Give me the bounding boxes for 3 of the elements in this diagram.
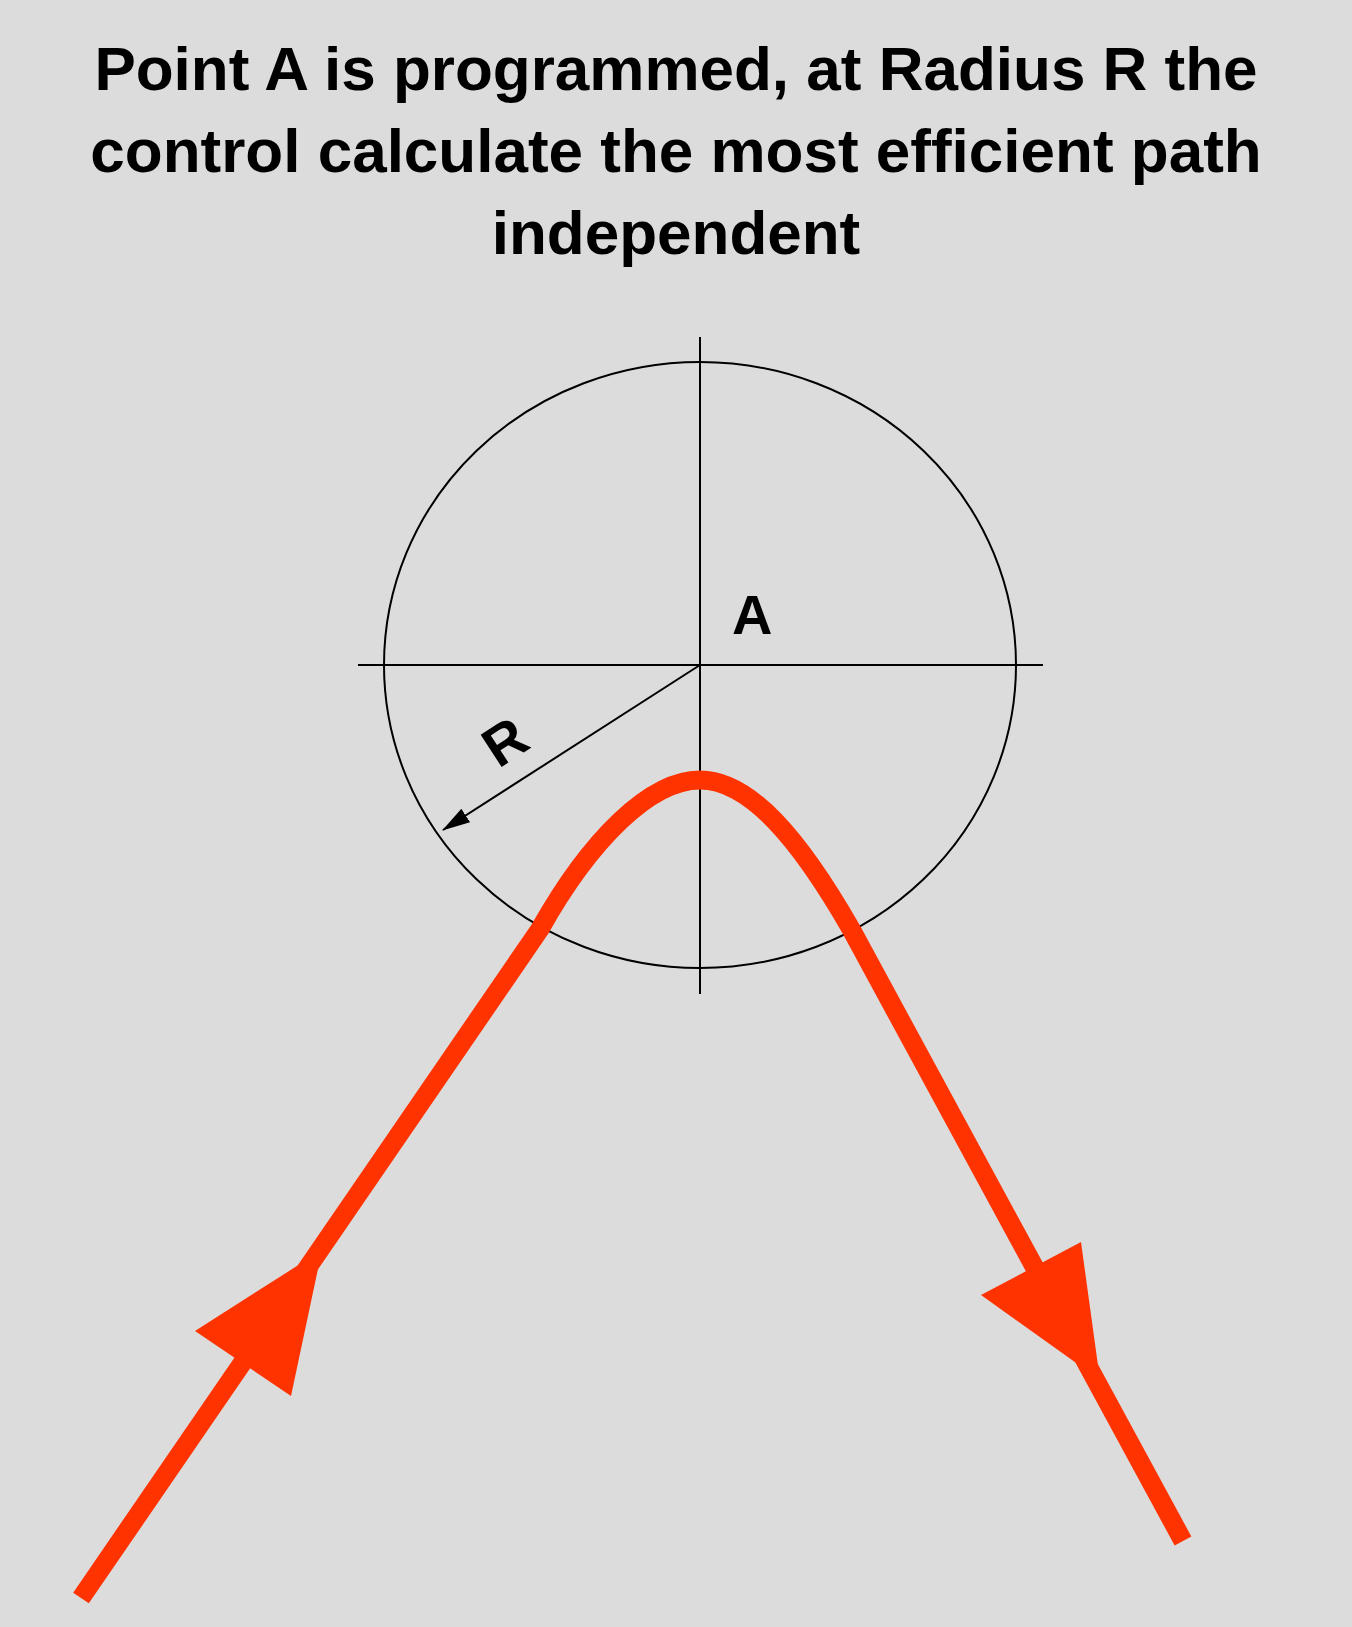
radius-label: R — [471, 705, 539, 779]
point-label: A — [732, 585, 773, 645]
title: Point A is programmed, at Radius R the control calculate the most efficient path independent — [89, 33, 1263, 269]
